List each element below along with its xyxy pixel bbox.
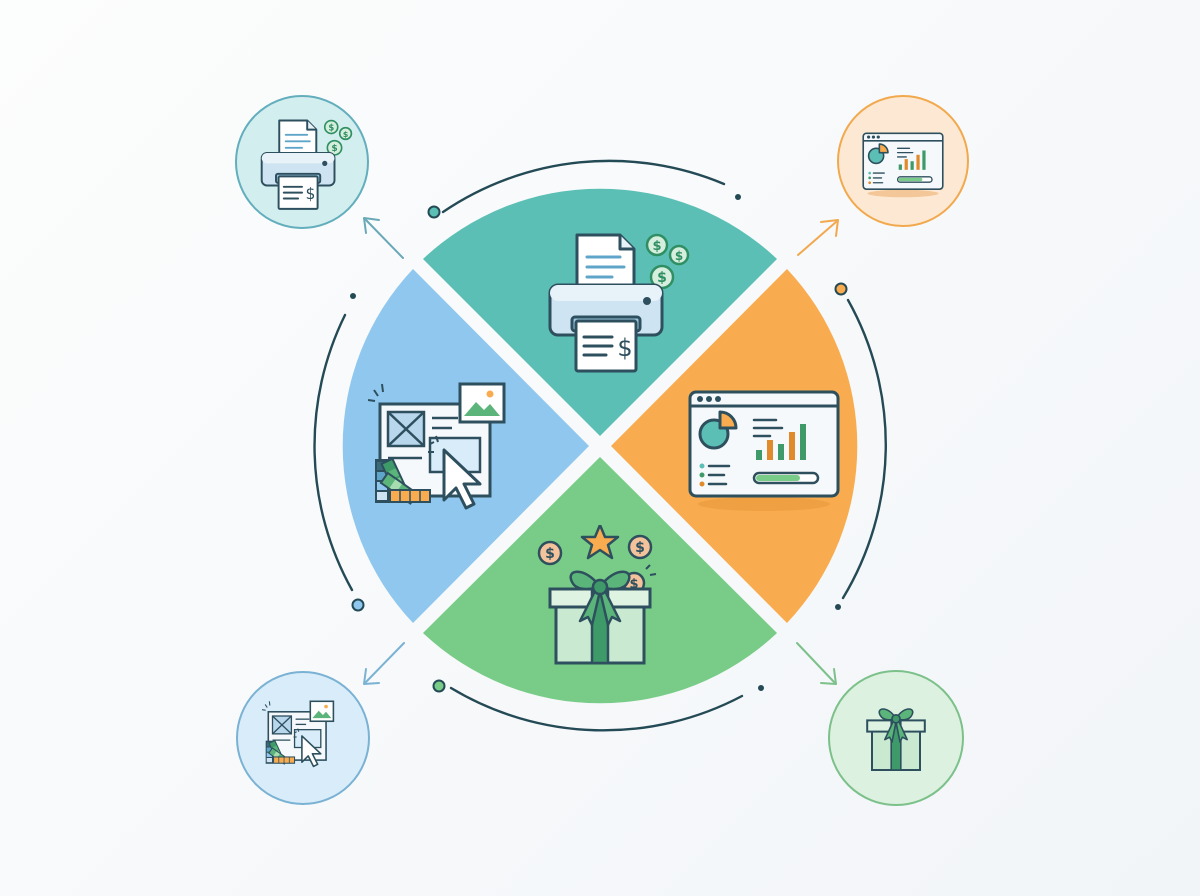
outer-arc-right	[841, 298, 887, 600]
gift-rewards-icon	[537, 525, 658, 665]
badge-bottom-right	[828, 670, 964, 806]
outer-dots	[350, 194, 848, 693]
outer-arc-left	[313, 313, 354, 592]
design-tools-icon	[368, 382, 506, 510]
analytics-dashboard-icon	[862, 132, 944, 199]
analytics-dashboard-icon	[688, 390, 840, 513]
outer-arc-bottom	[449, 686, 744, 732]
connector-arrows	[363, 217, 839, 685]
quadrant-bottom	[423, 457, 777, 704]
quadrant-top	[423, 188, 777, 436]
arrow-bottom-right	[796, 642, 837, 685]
arrow-top-right	[797, 219, 839, 256]
outer-arc-top	[441, 159, 726, 214]
badge-top-right	[837, 95, 969, 227]
badge-top-left	[235, 95, 369, 229]
quadrant-left	[342, 269, 589, 623]
quadrant-right	[611, 269, 858, 623]
design-tools-icon	[262, 700, 335, 768]
arrow-top-left	[363, 217, 404, 259]
badge-bottom-left	[236, 671, 370, 805]
outer-ring	[313, 159, 887, 732]
arrow-bottom-left	[363, 642, 405, 685]
